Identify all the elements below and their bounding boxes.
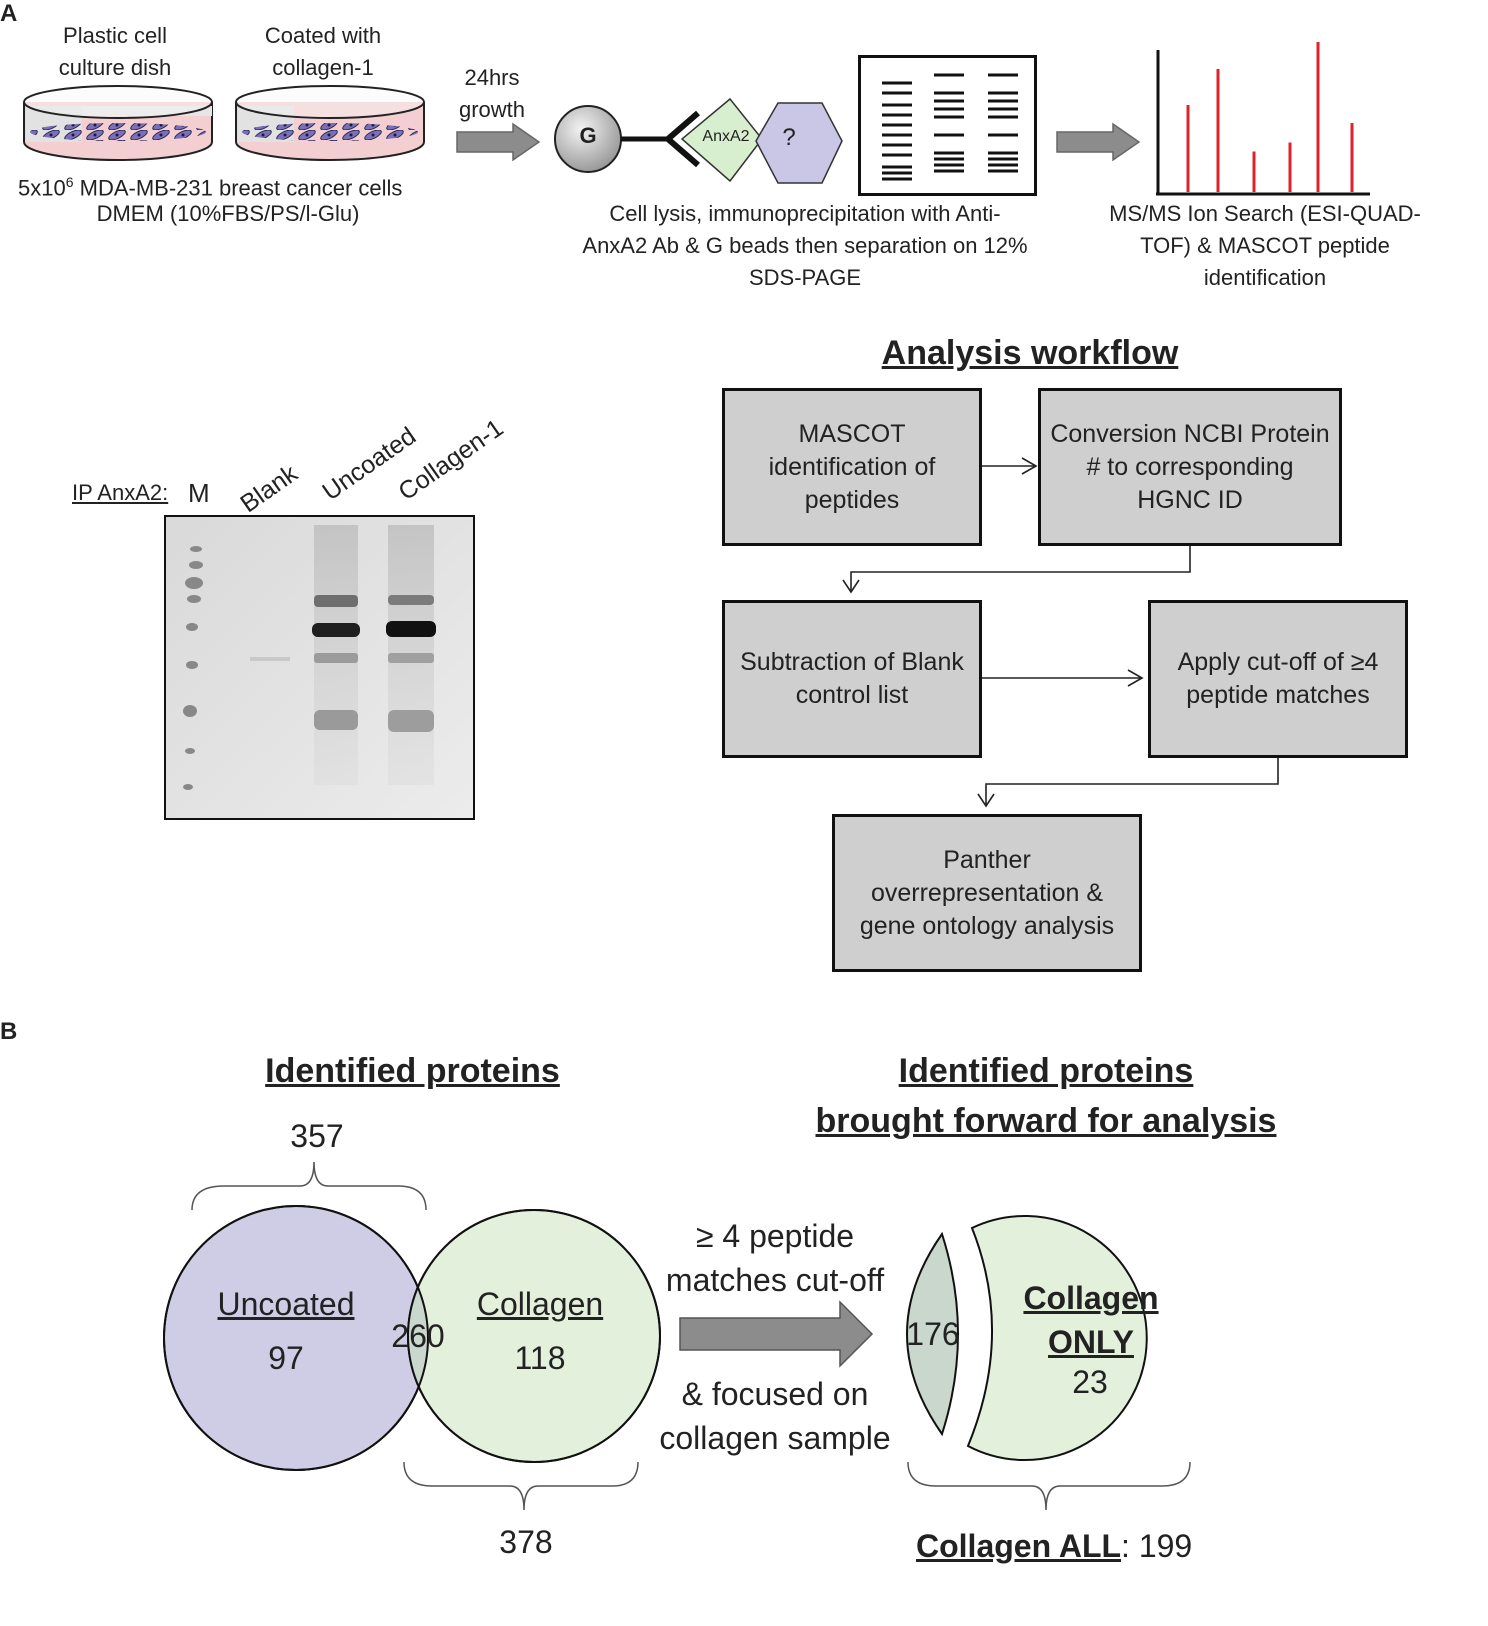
anxa2-diamond bbox=[680, 97, 763, 183]
uncoated-total: 357 bbox=[290, 1118, 344, 1154]
uncoated-value: 97 bbox=[268, 1340, 304, 1376]
filtered-overlap-value: 176 bbox=[906, 1316, 960, 1352]
ms-arrow bbox=[1056, 122, 1141, 162]
gel-lane-collagen: Collagen-1 bbox=[393, 413, 509, 507]
overlap-value: 260 bbox=[391, 1318, 445, 1354]
unknown-label: ? bbox=[782, 124, 796, 151]
workflow-title: Analysis workflow bbox=[881, 334, 1179, 372]
collagen-total: 378 bbox=[499, 1524, 553, 1560]
growth-arrow bbox=[456, 122, 541, 162]
conversion-box: Conversion NCBI Protein # to correspondi… bbox=[1038, 388, 1342, 546]
panel-b-label: B bbox=[0, 1018, 18, 1045]
subtraction-box: Subtraction of Blank control list bbox=[722, 600, 982, 758]
mass-spectrum-icon bbox=[1156, 42, 1370, 196]
dish1-caption: Plastic cell culture dish bbox=[58, 23, 172, 80]
collagen-all-brace bbox=[907, 1461, 1191, 1511]
uncoated-brace bbox=[191, 1161, 427, 1211]
sds-page-gel-icon bbox=[858, 55, 1037, 196]
panther-box: Panther overrepresentation & gene ontolo… bbox=[832, 814, 1142, 972]
dish2-caption: Coated with collagen-1 bbox=[264, 23, 382, 80]
gel-lane-blank: Blank bbox=[235, 459, 303, 519]
filter-arrow bbox=[679, 1300, 874, 1368]
collagen-only-label: Collagen ONLY bbox=[1023, 1280, 1159, 1360]
mascot-box: MASCOT identification of peptides bbox=[722, 388, 982, 546]
collagen-value: 118 bbox=[514, 1340, 566, 1376]
gel-ip-label: IP AnxA2: bbox=[72, 480, 169, 505]
plastic-dish-icon bbox=[23, 85, 213, 161]
cutoff-box: Apply cut-off of ≥4 peptide matches bbox=[1148, 600, 1408, 758]
filtered-overlap-lens bbox=[906, 1231, 959, 1437]
ip-caption: Cell lysis, immunoprecipitation with Ant… bbox=[582, 201, 1028, 290]
ip-schematic bbox=[554, 97, 843, 184]
venn-diagrams bbox=[163, 1161, 1191, 1511]
collagen-dish-icon bbox=[235, 85, 425, 161]
gel-marker-label: M bbox=[188, 478, 210, 508]
filter-caption-bottom: & focused on collagen sample bbox=[659, 1376, 891, 1456]
uncoated-label: Uncoated bbox=[217, 1286, 355, 1322]
ms-caption: MS/MS Ion Search (ESI-QUAD- TOF) & MASCO… bbox=[1109, 201, 1421, 290]
venn-title-left: Identified proteins bbox=[265, 1052, 560, 1090]
anxa2-label: AnxA2 bbox=[702, 128, 750, 145]
workflow-connectors bbox=[842, 457, 1279, 808]
cells-caption: 5x106 MDA-MB-231 breast cancer cells bbox=[18, 174, 403, 201]
collagen-brace bbox=[403, 1461, 639, 1511]
g-bead-label: G bbox=[579, 123, 597, 148]
venn-title-right: Identified proteins brought forward for … bbox=[815, 1052, 1277, 1140]
collagen-only-crescent bbox=[966, 1215, 1148, 1461]
filter-caption-top: ≥ 4 peptide matches cut-off bbox=[665, 1218, 885, 1298]
media-caption: DMEM (10%FBS/PS/l-Glu) bbox=[96, 201, 360, 226]
unknown-protein-hexagon bbox=[755, 102, 843, 184]
antibody-icon bbox=[663, 110, 700, 168]
collagen-all-label: Collagen ALL: 199 bbox=[916, 1528, 1193, 1564]
gel-image bbox=[164, 515, 475, 820]
growth-caption: 24hrs growth bbox=[458, 65, 526, 122]
panel-a-label: A bbox=[0, 0, 18, 27]
collagen-label: Collagen bbox=[476, 1286, 604, 1322]
culture-dishes bbox=[23, 85, 425, 161]
collagen-only-value: 23 bbox=[1072, 1364, 1108, 1400]
